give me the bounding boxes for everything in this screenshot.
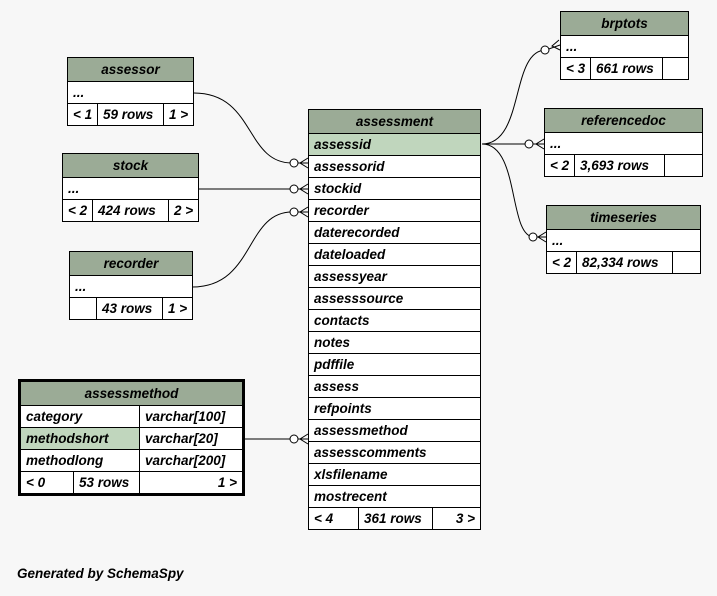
table-title[interactable]: referencedoc	[543, 108, 704, 133]
table-brptots[interactable]: brptots ... < 3 661 rows	[559, 11, 690, 80]
parent-count: < 2	[546, 251, 577, 274]
table-ellipsis: ...	[68, 275, 194, 298]
link-assessid-timeseries	[481, 143, 546, 238]
table-ellipsis: ...	[543, 132, 704, 155]
parent-count: < 0	[19, 471, 74, 495]
row-count: 661 rows	[590, 57, 663, 80]
child-count: 3 >	[432, 507, 481, 530]
table-title[interactable]: assessor	[67, 57, 194, 82]
row-count: 53 rows	[73, 471, 140, 495]
column-type: varchar[20]	[138, 427, 245, 450]
link-recorder-recorder	[191, 211, 308, 288]
child-count	[661, 57, 690, 80]
column-assessmethod[interactable]: assessmethod	[308, 419, 481, 442]
column-pdffile[interactable]: pdffile	[308, 353, 481, 376]
table-title[interactable]: recorder	[68, 251, 194, 276]
column-type: varchar[100]	[138, 405, 245, 428]
column-name[interactable]: methodlong	[19, 449, 140, 472]
parent-count	[69, 297, 97, 320]
link-assessid-brptots	[481, 44, 561, 145]
table-recorder[interactable]: recorder ... 43 rows 1 >	[68, 251, 194, 320]
column-stockid[interactable]: stockid	[308, 177, 481, 200]
parent-count: < 3	[560, 57, 591, 80]
column-notes[interactable]: notes	[308, 331, 481, 354]
optional-marker	[289, 434, 299, 444]
column-assesscomments[interactable]: assesscomments	[308, 441, 481, 464]
crowfoot-marker	[299, 433, 309, 445]
optional-marker	[289, 207, 299, 217]
table-title[interactable]: assessment	[308, 109, 481, 134]
table-timeseries[interactable]: timeseries ... < 2 82,334 rows	[545, 205, 702, 274]
column-xlsfilename[interactable]: xlsfilename	[308, 463, 481, 486]
row-count: 424 rows	[92, 199, 169, 222]
child-count	[671, 251, 702, 274]
child-count: 1 >	[161, 297, 194, 320]
generated-by-caption: Generated by SchemaSpy	[17, 566, 184, 581]
row-count: 82,334 rows	[576, 251, 673, 274]
row-count: 361 rows	[358, 507, 433, 530]
parent-count: < 1	[67, 103, 98, 126]
row-count: 43 rows	[96, 297, 163, 320]
column-type: varchar[200]	[138, 449, 245, 472]
column-assesssource[interactable]: assesssource	[308, 287, 481, 310]
table-ellipsis: ...	[61, 177, 200, 200]
column-refpoints[interactable]: refpoints	[308, 397, 481, 420]
crowfoot-marker	[299, 183, 309, 195]
column-contacts[interactable]: contacts	[308, 309, 481, 332]
optional-marker	[524, 139, 534, 149]
table-title[interactable]: timeseries	[545, 205, 702, 230]
column-assessyear[interactable]: assessyear	[308, 265, 481, 288]
parent-count: < 2	[62, 199, 93, 222]
optional-marker	[540, 45, 550, 55]
column-assessorid[interactable]: assessorid	[308, 155, 481, 178]
column-assessid[interactable]: assessid	[308, 133, 481, 156]
table-ellipsis: ...	[559, 35, 690, 58]
column-daterecorded[interactable]: daterecorded	[308, 221, 481, 244]
crowfoot-marker	[535, 138, 545, 150]
row-count: 59 rows	[97, 103, 164, 126]
table-title[interactable]: assessmethod	[18, 380, 245, 406]
column-name[interactable]: methodshort	[19, 427, 140, 450]
child-count: 2 >	[167, 199, 200, 222]
row-count: 3,693 rows	[574, 154, 665, 177]
table-title[interactable]: brptots	[559, 11, 690, 36]
crowfoot-marker	[537, 231, 547, 243]
child-count	[663, 154, 704, 177]
table-ellipsis: ...	[67, 81, 194, 104]
child-count: 1 >	[163, 103, 194, 126]
crowfoot-marker	[299, 157, 309, 169]
table-ellipsis: ...	[545, 229, 702, 252]
link-assessor-assessorid	[193, 92, 308, 164]
optional-marker	[528, 232, 538, 242]
table-title[interactable]: stock	[61, 153, 200, 178]
child-count: 1 >	[138, 471, 245, 495]
optional-marker	[289, 184, 299, 194]
column-mostrecent[interactable]: mostrecent	[308, 485, 481, 508]
crowfoot-marker	[551, 39, 561, 51]
parent-count: < 2	[544, 154, 575, 177]
optional-marker	[289, 158, 299, 168]
column-recorder[interactable]: recorder	[308, 199, 481, 222]
crowfoot-marker	[299, 206, 309, 218]
column-dateloaded[interactable]: dateloaded	[308, 243, 481, 266]
column-name[interactable]: category	[19, 405, 140, 428]
table-assessor[interactable]: assessor ... < 1 59 rows 1 >	[67, 57, 194, 126]
table-assessmethod[interactable]: assessmethod category varchar[100] metho…	[18, 379, 246, 496]
column-assess[interactable]: assess	[308, 375, 481, 398]
table-referencedoc[interactable]: referencedoc ... < 2 3,693 rows	[543, 108, 704, 177]
parent-count: < 4	[308, 507, 359, 530]
table-stock[interactable]: stock ... < 2 424 rows 2 >	[61, 153, 200, 222]
